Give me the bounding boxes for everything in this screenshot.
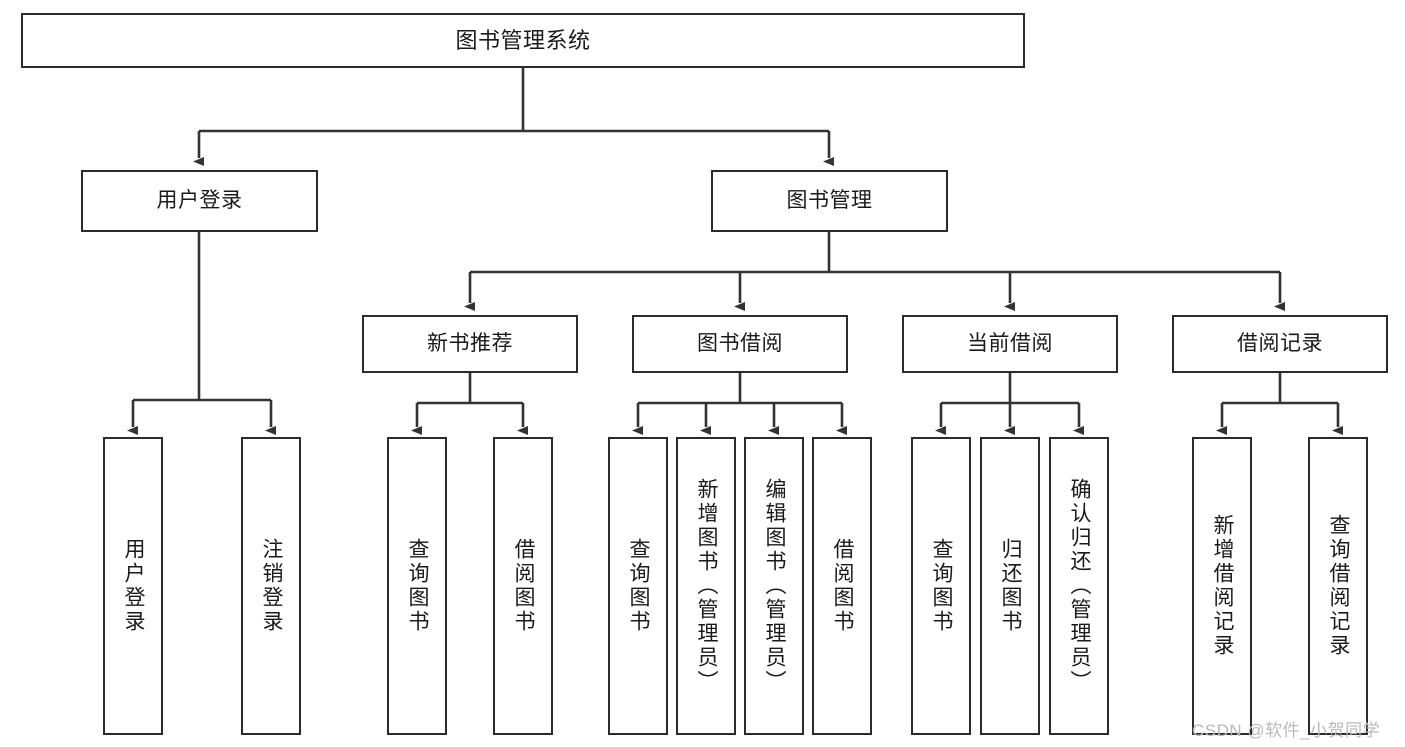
leaf-user-login-signout[interactable]: 注销登录 <box>241 437 301 735</box>
node-label: 查询图书 <box>627 538 651 634</box>
leaf-new-book-query[interactable]: 查询图书 <box>387 437 447 735</box>
node-label: 借阅图书 <box>512 538 536 634</box>
node-user-login[interactable]: 用户登录 <box>81 170 318 232</box>
node-book-management[interactable]: 图书管理 <box>711 170 948 232</box>
node-current-borrow[interactable]: 当前借阅 <box>902 315 1118 373</box>
node-label: 新书推荐 <box>427 331 513 355</box>
node-label: 归还图书 <box>999 538 1023 634</box>
leaf-borrow-record-query[interactable]: 查询借阅记录 <box>1308 437 1368 735</box>
node-new-book-recommend[interactable]: 新书推荐 <box>362 315 578 373</box>
node-borrow-record[interactable]: 借阅记录 <box>1172 315 1388 373</box>
leaf-user-login-signin[interactable]: 用户登录 <box>103 437 163 735</box>
node-label: 用户登录 <box>156 188 243 212</box>
leaf-borrow-record-add[interactable]: 新增借阅记录 <box>1192 437 1252 735</box>
node-label: 当前借阅 <box>967 331 1053 355</box>
leaf-current-borrow-return[interactable]: 归还图书 <box>980 437 1040 735</box>
leaf-current-borrow-query[interactable]: 查询图书 <box>911 437 971 735</box>
node-label: 确认归还（管理员） <box>1068 478 1092 694</box>
node-label: 图书管理 <box>786 188 873 212</box>
node-root-library-system[interactable]: 图书管理系统 <box>21 13 1025 68</box>
node-label: 查询借阅记录 <box>1327 514 1351 658</box>
node-label: 注销登录 <box>260 538 284 634</box>
leaf-book-borrow-add-admin[interactable]: 新增图书（管理员） <box>676 437 736 735</box>
node-label: 查询图书 <box>406 538 430 634</box>
leaf-new-book-borrow[interactable]: 借阅图书 <box>493 437 553 735</box>
leaf-current-borrow-confirm-return-admin[interactable]: 确认归还（管理员） <box>1049 437 1109 735</box>
node-label: 图书管理系统 <box>455 27 591 53</box>
node-label: 查询图书 <box>930 538 954 634</box>
node-label: 图书借阅 <box>697 331 783 355</box>
node-label: 编辑图书（管理员） <box>763 478 787 694</box>
node-label: 新增图书（管理员） <box>695 478 719 694</box>
node-book-borrow[interactable]: 图书借阅 <box>632 315 848 373</box>
node-label: 借阅图书 <box>831 538 855 634</box>
node-label: 新增借阅记录 <box>1211 514 1235 658</box>
node-label: 用户登录 <box>122 538 146 634</box>
node-label: 借阅记录 <box>1237 331 1323 355</box>
leaf-book-borrow-borrow[interactable]: 借阅图书 <box>812 437 872 735</box>
leaf-book-borrow-query[interactable]: 查询图书 <box>608 437 668 735</box>
csdn-watermark: CSDN @软件_小贺同学 <box>1192 721 1381 740</box>
leaf-book-borrow-edit-admin[interactable]: 编辑图书（管理员） <box>744 437 804 735</box>
